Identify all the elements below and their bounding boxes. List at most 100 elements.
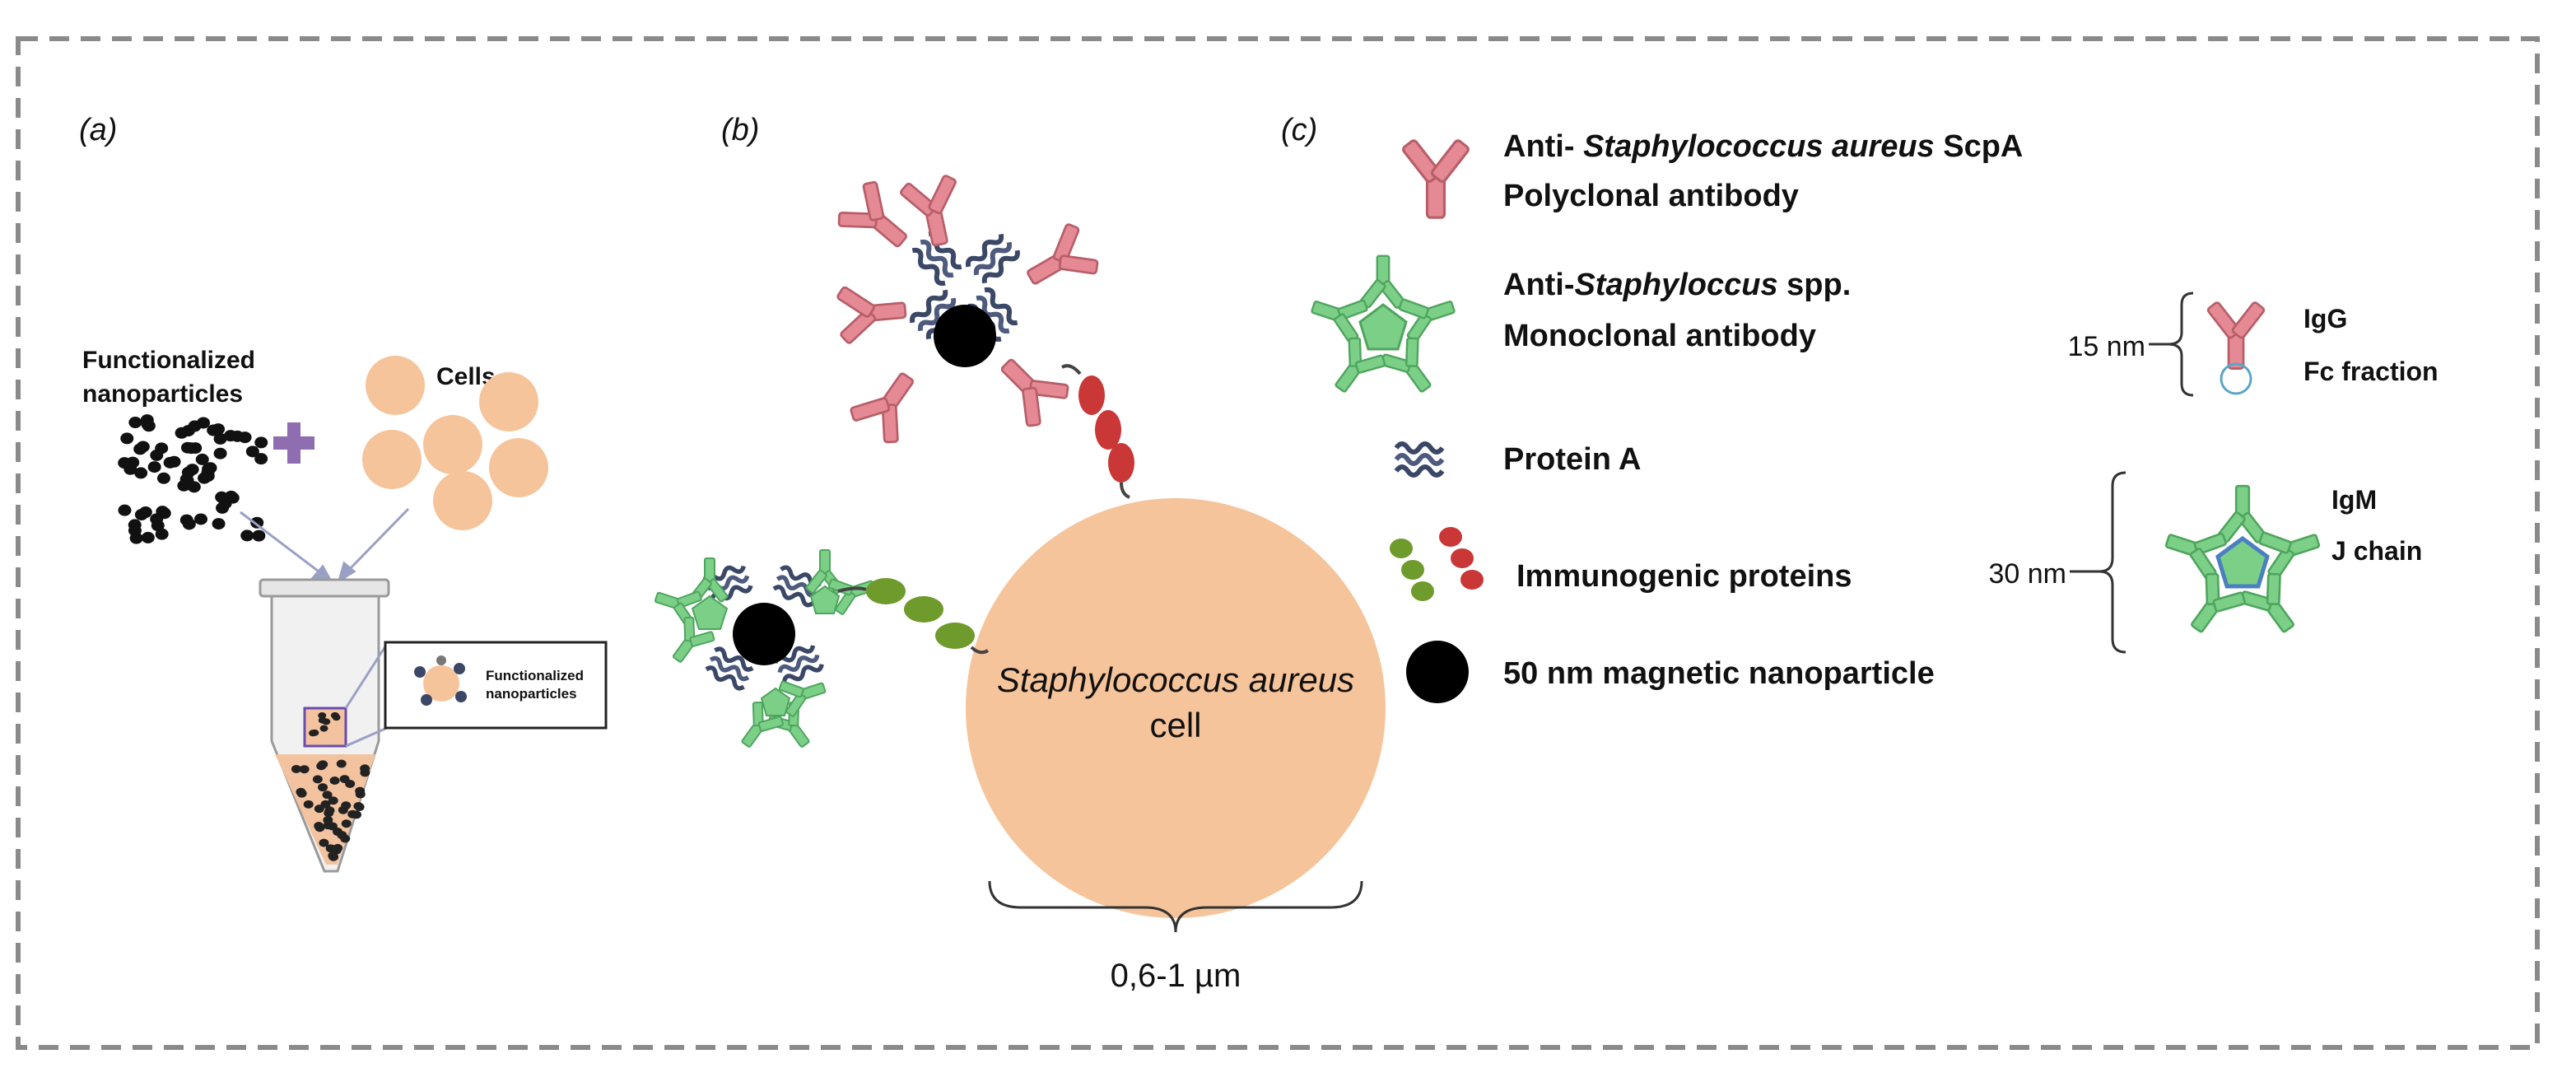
tube-particle bbox=[360, 768, 370, 777]
nanoparticle-dot bbox=[140, 414, 154, 427]
size-brace bbox=[988, 880, 1363, 933]
monoclonal-antibody-icon bbox=[1305, 254, 1461, 403]
nanoparticle-dot bbox=[193, 513, 207, 525]
frame-border bbox=[16, 36, 2540, 1050]
nanoparticle-dot bbox=[129, 532, 143, 544]
igg-brace bbox=[2168, 291, 2194, 397]
nanoparticle-dot bbox=[254, 436, 268, 449]
igg-fc-fraction: Fc fraction bbox=[2303, 357, 2439, 386]
cells-cluster bbox=[362, 356, 548, 530]
zoom-lines bbox=[344, 643, 389, 748]
legend-monoclonal-line1: Anti-Staphyloccus spp. bbox=[1503, 268, 1851, 302]
tube-particle bbox=[296, 789, 307, 798]
tube-particle bbox=[318, 711, 327, 719]
tube-particle bbox=[310, 729, 319, 736]
tube-particle bbox=[341, 819, 352, 828]
nanoparticle-dot bbox=[213, 447, 227, 459]
igm-brace bbox=[2099, 471, 2126, 654]
nanoparticle-dot bbox=[175, 427, 189, 439]
nanoparticle-dot bbox=[201, 470, 215, 483]
nanoparticle-dot bbox=[128, 417, 142, 429]
tube-particle bbox=[345, 779, 356, 788]
legend-immunogenic: Immunogenic proteins bbox=[1516, 559, 1852, 594]
nanoparticle-dot bbox=[134, 509, 148, 521]
monoclonal-conjugate bbox=[650, 549, 990, 757]
tube-particle bbox=[355, 786, 366, 795]
staphylococcus-cell bbox=[966, 498, 1386, 918]
legend-polyclonal-line1: Anti- Staphylococcus aureus ScpA bbox=[1503, 129, 2023, 164]
inset-label-line1: Functionalized bbox=[486, 668, 584, 683]
nanoparticle-dot bbox=[213, 432, 227, 445]
legend-nanoparticle: 50 nm magnetic nanoparticle bbox=[1503, 656, 1935, 691]
igg-name: IgG bbox=[2303, 304, 2347, 333]
tube-particle bbox=[319, 725, 328, 732]
nanoparticle-dot bbox=[188, 420, 202, 432]
tube-particle bbox=[322, 718, 331, 725]
igm-icon bbox=[2159, 484, 2327, 645]
legend-polyclonal-line2: Polyclonal antibody bbox=[1503, 179, 1799, 213]
igm-name: IgM bbox=[2331, 485, 2377, 515]
nanoparticle-dot bbox=[155, 528, 169, 540]
inset-label-line2: nanoparticles bbox=[486, 686, 577, 702]
tube-particle bbox=[312, 775, 323, 784]
tube-particle bbox=[324, 806, 335, 815]
functionalized-nanoparticles-label-line1: Functionalized bbox=[82, 347, 255, 374]
nanoparticle-dot bbox=[250, 516, 264, 529]
fc-fraction-marker bbox=[2220, 362, 2252, 395]
igm-size: 30 nm bbox=[1989, 558, 2067, 590]
tube-particle bbox=[328, 845, 339, 854]
tube-particle bbox=[314, 805, 324, 814]
tube-particle bbox=[337, 831, 347, 840]
nanoparticle-dot bbox=[141, 531, 155, 543]
inset-box: Functionalized nanoparticles bbox=[384, 641, 608, 730]
panel-b-label: (b) bbox=[721, 113, 759, 147]
tube-particle bbox=[314, 823, 325, 832]
igg-icon bbox=[2206, 300, 2266, 370]
nanoparticle-dot bbox=[120, 432, 134, 445]
tube-particle bbox=[299, 765, 310, 774]
nanoparticle-dot bbox=[245, 445, 259, 458]
nanoparticle-dot bbox=[136, 441, 150, 453]
nanoparticle-dot bbox=[240, 529, 254, 542]
nanoparticle-dot bbox=[231, 430, 245, 442]
tube-particle bbox=[328, 851, 338, 860]
nanoparticle-dot bbox=[163, 456, 177, 469]
plus-icon bbox=[273, 422, 314, 464]
nanoparticle-dot bbox=[252, 529, 266, 542]
nanoparticle-dot bbox=[185, 464, 199, 476]
igm-j-chain: J chain bbox=[2331, 536, 2422, 566]
tube-particle bbox=[354, 803, 365, 812]
immunogenic-proteins-icon bbox=[1390, 527, 1484, 601]
tube-particle bbox=[328, 796, 338, 805]
nanoparticle-dot bbox=[195, 453, 209, 465]
cell-size: 0,6-1 µm bbox=[1111, 958, 1241, 994]
nanoparticle-dot bbox=[118, 504, 132, 516]
tube-particle bbox=[291, 764, 301, 773]
nanoparticle-dot bbox=[150, 449, 164, 461]
nanoparticle-dot bbox=[150, 513, 164, 525]
nanoparticle-dot bbox=[212, 518, 226, 530]
nanoparticle-icon bbox=[1406, 641, 1469, 703]
cell-word: cell bbox=[1149, 706, 1201, 744]
legend-protein-a: Protein A bbox=[1503, 442, 1642, 477]
tube-particle bbox=[336, 759, 347, 768]
nanoparticle-dot bbox=[126, 456, 140, 469]
nanoparticle-dot bbox=[147, 461, 161, 473]
nanoparticle-dot bbox=[207, 424, 221, 436]
tube-particle bbox=[323, 815, 333, 824]
tube-particle bbox=[319, 838, 329, 847]
polyclonal-antibody-icon bbox=[1400, 138, 1471, 219]
nanoparticle-dot bbox=[218, 497, 232, 510]
tube-particle bbox=[318, 783, 328, 792]
nanoparticle-dot bbox=[134, 467, 148, 479]
tube-particle bbox=[330, 711, 339, 719]
tube-particle bbox=[322, 791, 333, 800]
nanoparticle-dots bbox=[118, 414, 268, 544]
igg-size: 15 nm bbox=[2068, 331, 2146, 362]
arrows-to-tube bbox=[240, 507, 410, 584]
polyclonal-conjugate bbox=[831, 171, 1134, 499]
tube-particle bbox=[318, 760, 328, 769]
legend-monoclonal-line2: Monoclonal antibody bbox=[1503, 319, 1816, 353]
